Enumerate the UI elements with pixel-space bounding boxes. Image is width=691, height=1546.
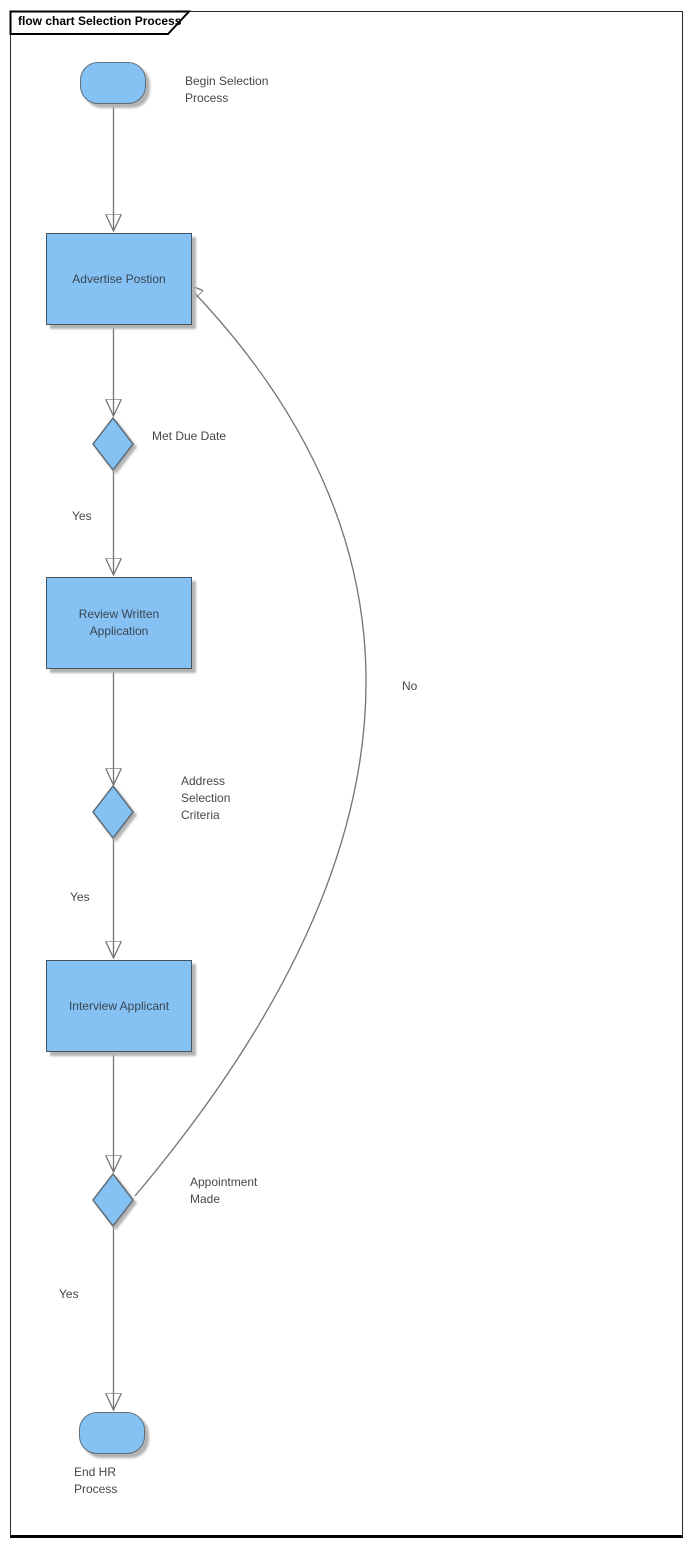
- node-met-due-date-decision[interactable]: [89, 416, 137, 481]
- node-end-terminator[interactable]: [79, 1412, 145, 1454]
- node-advertise-position[interactable]: Advertise Postion: [46, 233, 192, 325]
- node-end-label: End HR Process: [74, 1465, 118, 1496]
- node-appointment-made-label: Appointment Made: [190, 1175, 258, 1206]
- edge-label-yes-1: Yes: [72, 509, 92, 523]
- edge-appointment-to-advertise-no[interactable]: [134, 284, 367, 1197]
- node-met-due-date-label: Met Due Date: [152, 429, 227, 443]
- edge-label-yes-2: Yes: [70, 890, 90, 904]
- diagram-frame: [10, 11, 683, 1538]
- node-address-criteria-decision[interactable]: [89, 784, 137, 849]
- edge-label-no: No: [402, 679, 418, 693]
- node-start-terminator[interactable]: [80, 62, 146, 104]
- edge-label-yes-3: Yes: [59, 1287, 79, 1301]
- diagram-title-tab: [9, 10, 192, 35]
- node-address-criteria-label: Address Selection Criteria: [181, 774, 231, 822]
- node-appointment-made-decision[interactable]: [89, 1172, 137, 1237]
- node-review-written-application[interactable]: Review Written Application: [46, 577, 192, 669]
- node-start-label: Begin Selection Process: [185, 74, 269, 105]
- node-interview-applicant[interactable]: Interview Applicant: [46, 960, 192, 1052]
- diagram-title: flow chart Selection Process: [18, 14, 182, 28]
